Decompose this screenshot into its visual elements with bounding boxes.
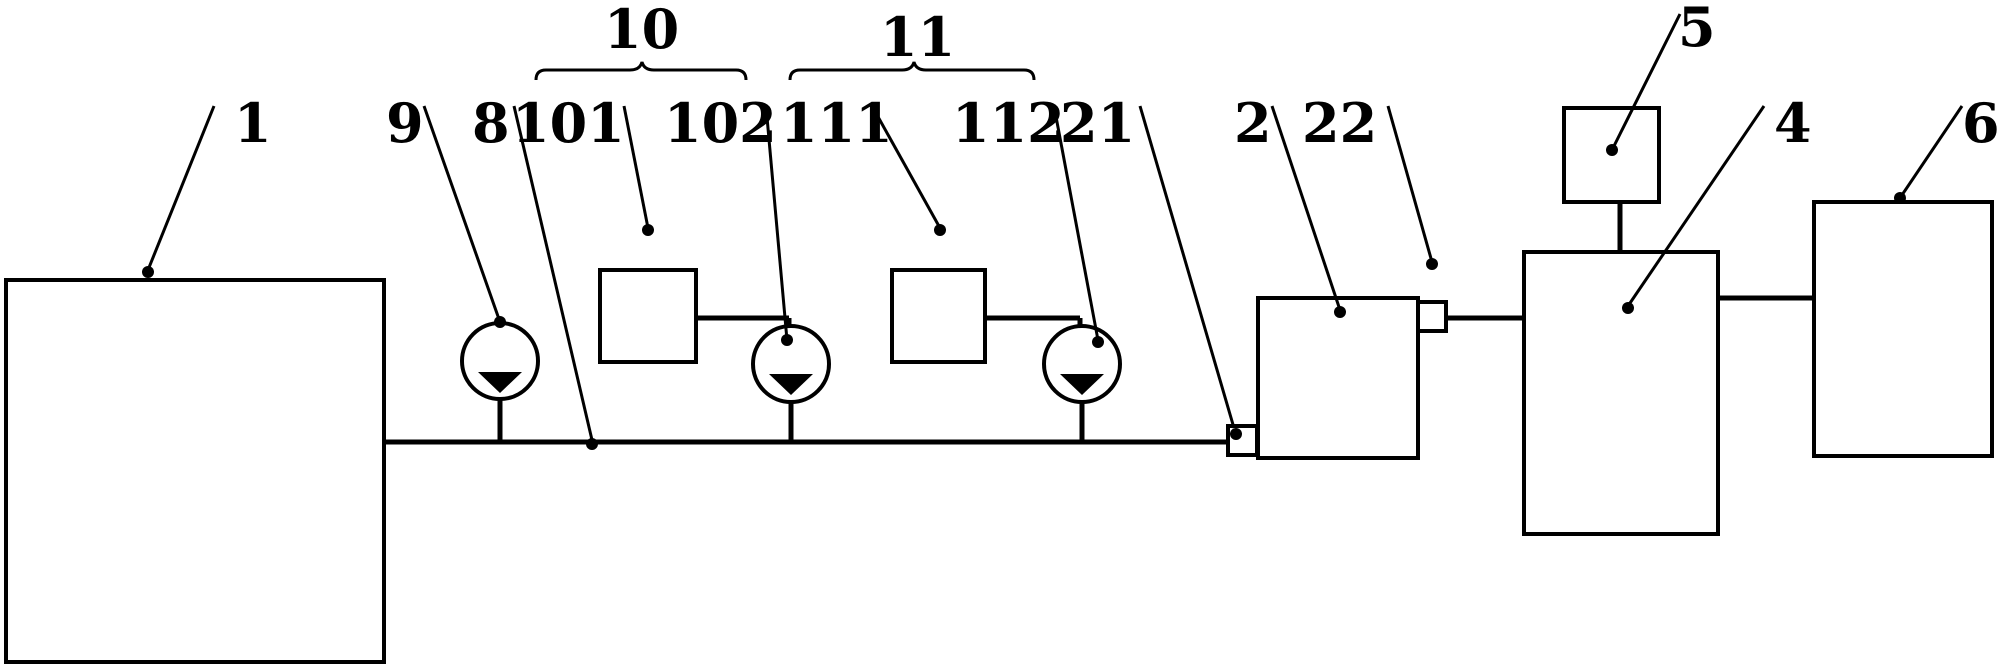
label-22: 22 — [1302, 91, 1377, 155]
component-6-box — [1812, 200, 1994, 458]
label-21: 21 — [1060, 91, 1135, 155]
leader-6 — [1898, 105, 1964, 199]
dot-1 — [142, 266, 154, 278]
leader-22 — [1386, 105, 1434, 263]
label-102: 102 — [664, 91, 777, 155]
label-6: 6 — [1962, 91, 1997, 155]
dot-8 — [586, 438, 598, 450]
leader-111 — [870, 105, 942, 229]
dot-6 — [1894, 192, 1906, 204]
label-111: 111 — [780, 91, 893, 155]
leader-5 — [1610, 13, 1682, 151]
pump-102-triangle — [769, 374, 813, 395]
label-2: 2 — [1234, 91, 1272, 155]
leader-8 — [512, 105, 594, 441]
label-101: 101 — [512, 91, 625, 155]
label-4: 4 — [1774, 91, 1812, 155]
label-9: 9 — [386, 91, 424, 155]
dot-5 — [1606, 144, 1618, 156]
dot-2 — [1334, 306, 1346, 318]
dot-9 — [494, 316, 506, 328]
leader-102 — [764, 105, 789, 341]
leader-101 — [622, 105, 650, 229]
dot-112 — [1092, 336, 1104, 348]
dot-102 — [781, 334, 793, 346]
label-8: 8 — [472, 91, 510, 155]
leader-4 — [1626, 105, 1766, 307]
leader-112 — [1052, 105, 1100, 341]
component-2-box — [1256, 296, 1420, 460]
label-1: 1 — [234, 91, 272, 155]
label-11: 11 — [880, 5, 955, 69]
leader-2 — [1270, 105, 1342, 311]
dot-22 — [1426, 258, 1438, 270]
port-22 — [1416, 300, 1448, 333]
leader-21 — [1138, 105, 1236, 429]
pump-112-triangle — [1060, 374, 1104, 395]
component-4-box — [1522, 250, 1720, 536]
component-111-box — [890, 268, 987, 364]
dot-21 — [1230, 428, 1242, 440]
pump-102 — [751, 324, 831, 404]
leader-1 — [146, 105, 216, 271]
label-10: 10 — [604, 0, 679, 61]
component-1-box — [4, 278, 386, 664]
label-5: 5 — [1678, 0, 1716, 59]
pump-9-triangle — [478, 372, 522, 393]
dot-101 — [642, 224, 654, 236]
leader-9 — [422, 105, 502, 323]
label-112: 112 — [952, 91, 1065, 155]
dot-4 — [1622, 302, 1634, 314]
component-101-box — [598, 268, 698, 364]
dot-111 — [934, 224, 946, 236]
brace-11 — [788, 61, 1036, 81]
brace-10 — [534, 61, 748, 81]
